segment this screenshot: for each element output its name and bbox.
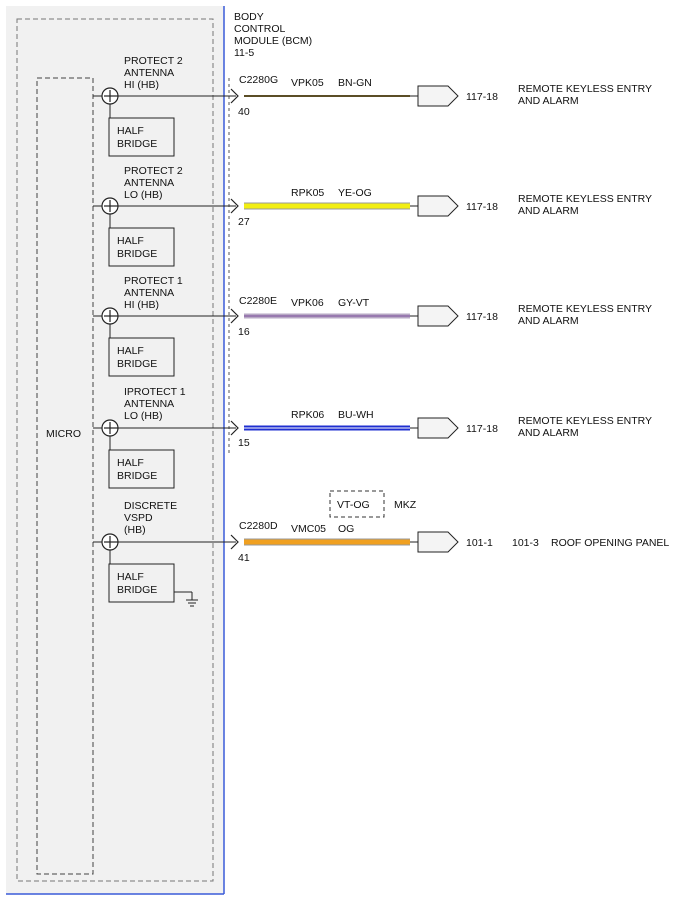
connector-pin-arrow: [230, 308, 239, 324]
half-bridge-label: HALF BRIDGE: [117, 571, 157, 596]
variant-dashed-box: [329, 490, 385, 518]
input-label: DISCRETE VSPD (HB): [124, 500, 180, 536]
half-bridge-box: [108, 563, 175, 603]
destination-label: ROOF OPENING PANEL: [551, 537, 669, 549]
half-bridge-box: [108, 449, 175, 489]
connector-id: C2280D: [239, 520, 278, 532]
page-reference-secondary: 101-3: [512, 537, 539, 549]
circuit-id: VMC05: [291, 523, 326, 535]
input-label: PROTECT 2 ANTENNA LO (HB): [124, 165, 186, 201]
circuit-row-vpk06: PROTECT 1 ANTENNA HI (HB) HALF BRIDGE C2…: [93, 275, 655, 377]
input-label: IPROTECT 1 ANTENNA LO (HB): [124, 386, 189, 422]
connector-pin-arrow: [230, 534, 239, 550]
circuit-group: PROTECT 2 ANTENNA HI (HB) HALF BRIDGE C2…: [93, 55, 669, 607]
pin-number: 16: [238, 326, 250, 338]
half-bridge-box: [108, 337, 175, 377]
page-reference: 117-18: [466, 311, 498, 323]
half-bridge-box: [108, 117, 175, 157]
circuit-id: RPK06: [291, 409, 324, 421]
destination-label: REMOTE KEYLESS ENTRY AND ALARM: [518, 303, 655, 327]
pin-number: 41: [238, 552, 250, 564]
continuation-arrow: [417, 85, 459, 107]
half-bridge-label: HALF BRIDGE: [117, 235, 157, 260]
page-reference: 117-18: [466, 201, 498, 213]
destination-label: REMOTE KEYLESS ENTRY AND ALARM: [518, 193, 655, 217]
module-title: BODY CONTROL MODULE (BCM) 11-5: [234, 11, 315, 59]
circuit-row-vpk05: PROTECT 2 ANTENNA HI (HB) HALF BRIDGE C2…: [93, 55, 655, 157]
circuit-id: VPK06: [291, 297, 324, 309]
variant-color-code: VT-OG: [337, 499, 370, 511]
wire-color-code: BU-WH: [338, 409, 374, 421]
wire-color-code: YE-OG: [338, 187, 372, 199]
half-bridge-label: HALF BRIDGE: [117, 457, 157, 482]
circuit-row-rpk06: IPROTECT 1 ANTENNA LO (HB) HALF BRIDGE 1…: [93, 386, 655, 489]
connector-pin-arrow: [230, 420, 239, 436]
continuation-arrow: [417, 531, 459, 553]
circuit-id: RPK05: [291, 187, 324, 199]
ground-icon: [174, 591, 198, 607]
continuation-arrow: [417, 305, 459, 327]
pin-number: 27: [238, 216, 250, 228]
connector-id: C2280G: [239, 74, 278, 86]
input-label: PROTECT 1 ANTENNA HI (HB): [124, 275, 186, 311]
wire-color-code: GY-VT: [338, 297, 370, 309]
input-label: PROTECT 2 ANTENNA HI (HB): [124, 55, 186, 91]
variant-box: VT-OG MKZ: [329, 490, 417, 518]
circuit-row-rpk05: PROTECT 2 ANTENNA LO (HB) HALF BRIDGE 27…: [93, 165, 655, 267]
pin-number: 40: [238, 106, 250, 118]
half-bridge-label: HALF BRIDGE: [117, 345, 157, 370]
half-bridge-label: HALF BRIDGE: [117, 125, 157, 150]
circuit-row-vmc05: DISCRETE VSPD (HB) HALF BRIDGE: [93, 500, 669, 607]
wire-color-code: OG: [338, 523, 354, 535]
continuation-arrow: [417, 195, 459, 217]
destination-label: REMOTE KEYLESS ENTRY AND ALARM: [518, 415, 655, 439]
page-reference: 101-1: [466, 537, 493, 549]
connector-pin-arrow: [230, 198, 239, 214]
destination-label: REMOTE KEYLESS ENTRY AND ALARM: [518, 83, 655, 107]
connector-id: C2280E: [239, 295, 277, 307]
page-reference: 117-18: [466, 91, 498, 103]
variant-model: MKZ: [394, 499, 417, 511]
pin-number: 15: [238, 437, 250, 449]
wire-color-code: BN-GN: [338, 77, 372, 89]
circuit-id: VPK05: [291, 77, 324, 89]
micro-block: [36, 77, 94, 875]
page-reference: 117-18: [466, 423, 498, 435]
micro-label: MICRO: [46, 428, 81, 440]
connector-pin-arrow: [230, 88, 239, 104]
half-bridge-box: [108, 227, 175, 267]
bcm-inner-boundary: [16, 18, 214, 882]
continuation-arrow: [417, 417, 459, 439]
